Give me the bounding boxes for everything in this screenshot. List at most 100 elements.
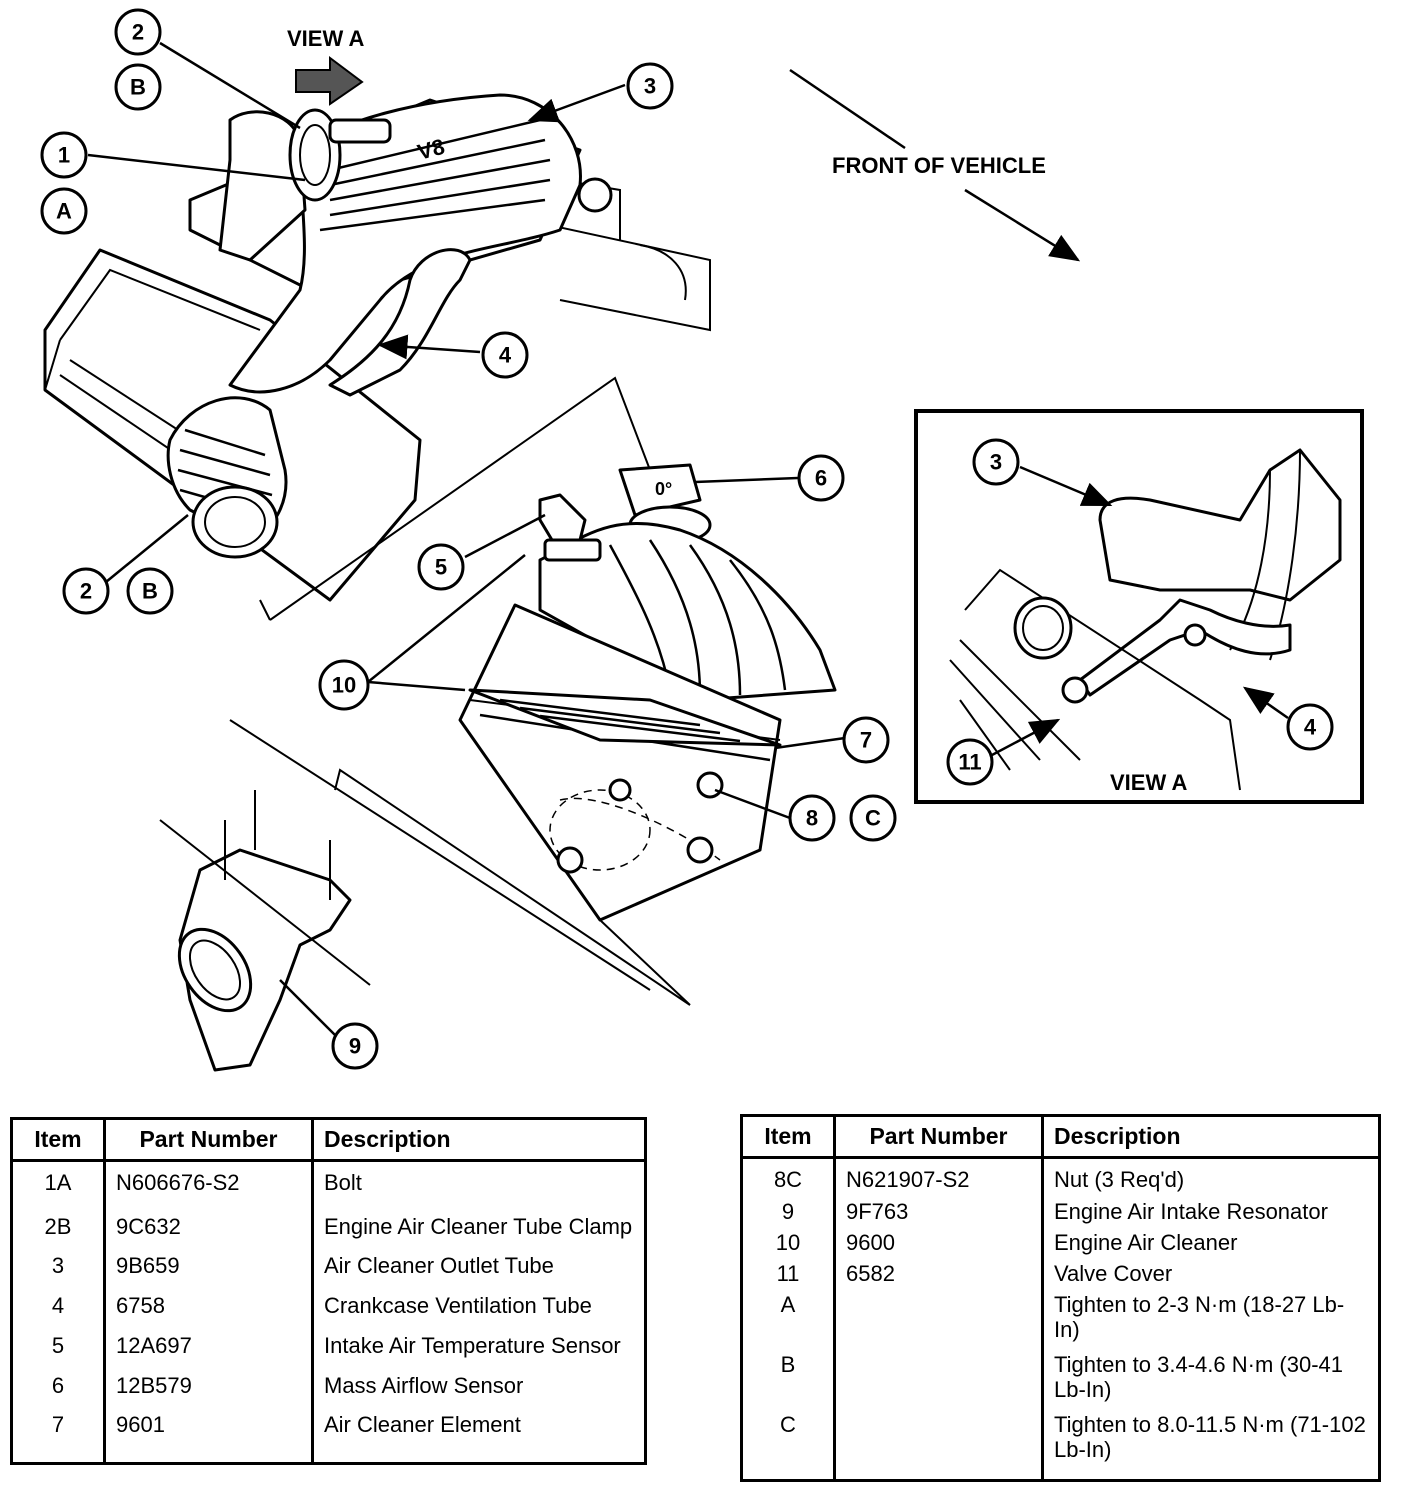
maf-sensor-text: 0° xyxy=(655,479,672,499)
cell-part-number: 6758 xyxy=(104,1292,314,1332)
table-row: 2B 9C632 Engine Air Cleaner Tube Clamp xyxy=(11,1212,646,1253)
cell-item: 8C xyxy=(741,1157,836,1199)
lower-tube-bellows xyxy=(166,396,288,559)
table-row: 4 6758 Crankcase Ventilation Tube xyxy=(11,1292,646,1332)
cell-part-number: 9F763 xyxy=(834,1198,1044,1230)
svg-text:7: 7 xyxy=(860,728,872,753)
svg-text:B: B xyxy=(130,75,146,100)
callout-5: 5 xyxy=(417,543,465,591)
cell-part-number: 9601 xyxy=(104,1411,314,1464)
header-description: Description xyxy=(312,1118,646,1162)
svg-text:2: 2 xyxy=(80,579,92,604)
cell-description: Intake Air Temperature Sensor xyxy=(324,1332,621,1358)
exploded-parts-diagram: FRONT OF VEHICLE VIEW A V8 xyxy=(40,8,1364,1072)
callout-7: 7 xyxy=(842,716,890,764)
air-cleaner-element xyxy=(468,688,782,747)
callout-2-top: 2 xyxy=(114,8,162,56)
svg-text:5: 5 xyxy=(435,555,447,580)
cell-item: 10 xyxy=(741,1229,836,1261)
svg-text:1: 1 xyxy=(58,143,70,168)
cell-part-number: 9C632 xyxy=(104,1212,314,1253)
intake-air-temperature-sensor xyxy=(538,493,602,562)
cell-description: Nut (3 Req'd) xyxy=(1054,1167,1185,1192)
cell-item: 9 xyxy=(741,1198,836,1230)
cell-item: B xyxy=(741,1351,836,1411)
header-part-number: Part Number xyxy=(104,1118,314,1162)
callout-10: 10 xyxy=(318,659,370,711)
cell-description: Engine Air Intake Resonator xyxy=(1054,1199,1328,1225)
parts-table-left: Item Part Number Description 1A N606676-… xyxy=(10,1117,647,1465)
cell-description: Crankcase Ventilation Tube xyxy=(324,1293,592,1319)
table-row: A Tighten to 2-3 N·m (18-27 Lb-In) xyxy=(741,1291,1380,1352)
callout-8: 8 xyxy=(788,794,836,842)
table-header-row: Item Part Number Description xyxy=(11,1118,646,1162)
front-of-vehicle-label: FRONT OF VEHICLE xyxy=(832,153,1046,178)
header-item: Item xyxy=(741,1115,836,1159)
svg-text:A: A xyxy=(56,199,72,224)
table-row: 8C N621907-S2 Nut (3 Req'd) xyxy=(741,1157,1380,1199)
cell-item: 2B xyxy=(11,1212,106,1253)
callout-6: 6 xyxy=(797,454,845,502)
cell-part-number xyxy=(834,1291,1044,1352)
table-row: 3 9B659 Air Cleaner Outlet Tube xyxy=(11,1252,646,1293)
svg-text:B: B xyxy=(142,579,158,604)
cell-description: Tighten to 2-3 N·m (18-27 Lb-In) xyxy=(1054,1292,1345,1343)
header-part-number: Part Number xyxy=(834,1115,1044,1159)
air-cleaner-lid xyxy=(538,521,837,702)
cell-item: 11 xyxy=(741,1260,836,1292)
cell-item: A xyxy=(741,1291,836,1352)
callout-4: 4 xyxy=(481,331,529,379)
cell-part-number: 12A697 xyxy=(104,1331,314,1372)
table-row: 10 9600 Engine Air Cleaner xyxy=(741,1229,1380,1261)
table-header-row: Item Part Number Description xyxy=(741,1115,1380,1159)
cell-description: Air Cleaner Element xyxy=(324,1412,521,1438)
cell-item: 1A xyxy=(11,1160,106,1213)
svg-text:6: 6 xyxy=(815,466,827,491)
cell-part-number: 9B659 xyxy=(104,1252,314,1293)
cell-description: Bolt xyxy=(324,1170,362,1195)
view-a-arrow: VIEW A xyxy=(287,26,365,106)
table-row: 7 9601 Air Cleaner Element xyxy=(11,1411,646,1464)
cell-description: Air Cleaner Outlet Tube xyxy=(324,1253,554,1279)
inset-callout-4: 4 xyxy=(1286,703,1334,751)
cell-item: 6 xyxy=(11,1371,106,1412)
table-row: 6 12B579 Mass Airflow Sensor xyxy=(11,1371,646,1412)
header-description: Description xyxy=(1042,1115,1380,1159)
svg-text:4: 4 xyxy=(499,343,512,368)
callout-b-top: B xyxy=(114,63,162,111)
assembly-envelope xyxy=(259,376,651,621)
cell-part-number: 9600 xyxy=(834,1229,1044,1261)
cell-part-number: 6582 xyxy=(834,1260,1044,1292)
table-row: C Tighten to 8.0-11.5 N·m (71-102 Lb-In) xyxy=(741,1410,1380,1481)
cell-description: Engine Air Cleaner Tube Clamp xyxy=(324,1213,633,1239)
cell-item: C xyxy=(741,1410,836,1481)
cell-description: Engine Air Cleaner xyxy=(1054,1230,1238,1256)
table-row: 11 6582 Valve Cover xyxy=(741,1260,1380,1292)
view-a-inset-label: VIEW A xyxy=(1110,770,1188,795)
callout-c: C xyxy=(849,794,897,842)
cell-part-number: 12B579 xyxy=(104,1371,314,1412)
svg-text:11: 11 xyxy=(958,750,981,775)
cell-description: Valve Cover xyxy=(1054,1261,1173,1287)
cell-part-number xyxy=(834,1351,1044,1411)
table-row: 9 9F763 Engine Air Intake Resonator xyxy=(741,1198,1380,1230)
callout-3: 3 xyxy=(626,62,674,110)
callout-b-bottom: B xyxy=(126,567,174,615)
parts-table-right: Item Part Number Description 8C N621907-… xyxy=(740,1114,1381,1482)
table-row: 5 12A697 Intake Air Temperature Sensor xyxy=(11,1331,646,1372)
engine-air-intake-resonator xyxy=(159,719,651,1072)
table-row: B Tighten to 3.4-4.6 N·m (30-41 Lb-In) xyxy=(741,1351,1380,1411)
cell-item: 3 xyxy=(11,1252,106,1293)
nut xyxy=(696,771,724,799)
cell-part-number xyxy=(834,1410,1044,1481)
cell-part-number: N621907-S2 xyxy=(834,1157,1044,1199)
inset-callout-11: 11 xyxy=(946,738,994,786)
cell-part-number: N606676-S2 xyxy=(104,1160,314,1213)
view-a-top-label: VIEW A xyxy=(287,26,365,51)
throttle-body xyxy=(218,108,392,262)
svg-text:8: 8 xyxy=(806,806,818,831)
cell-description: Mass Airflow Sensor xyxy=(324,1372,524,1398)
cell-item: 5 xyxy=(11,1331,106,1372)
callout-1: 1 xyxy=(40,131,88,179)
cell-item: 7 xyxy=(11,1411,106,1464)
